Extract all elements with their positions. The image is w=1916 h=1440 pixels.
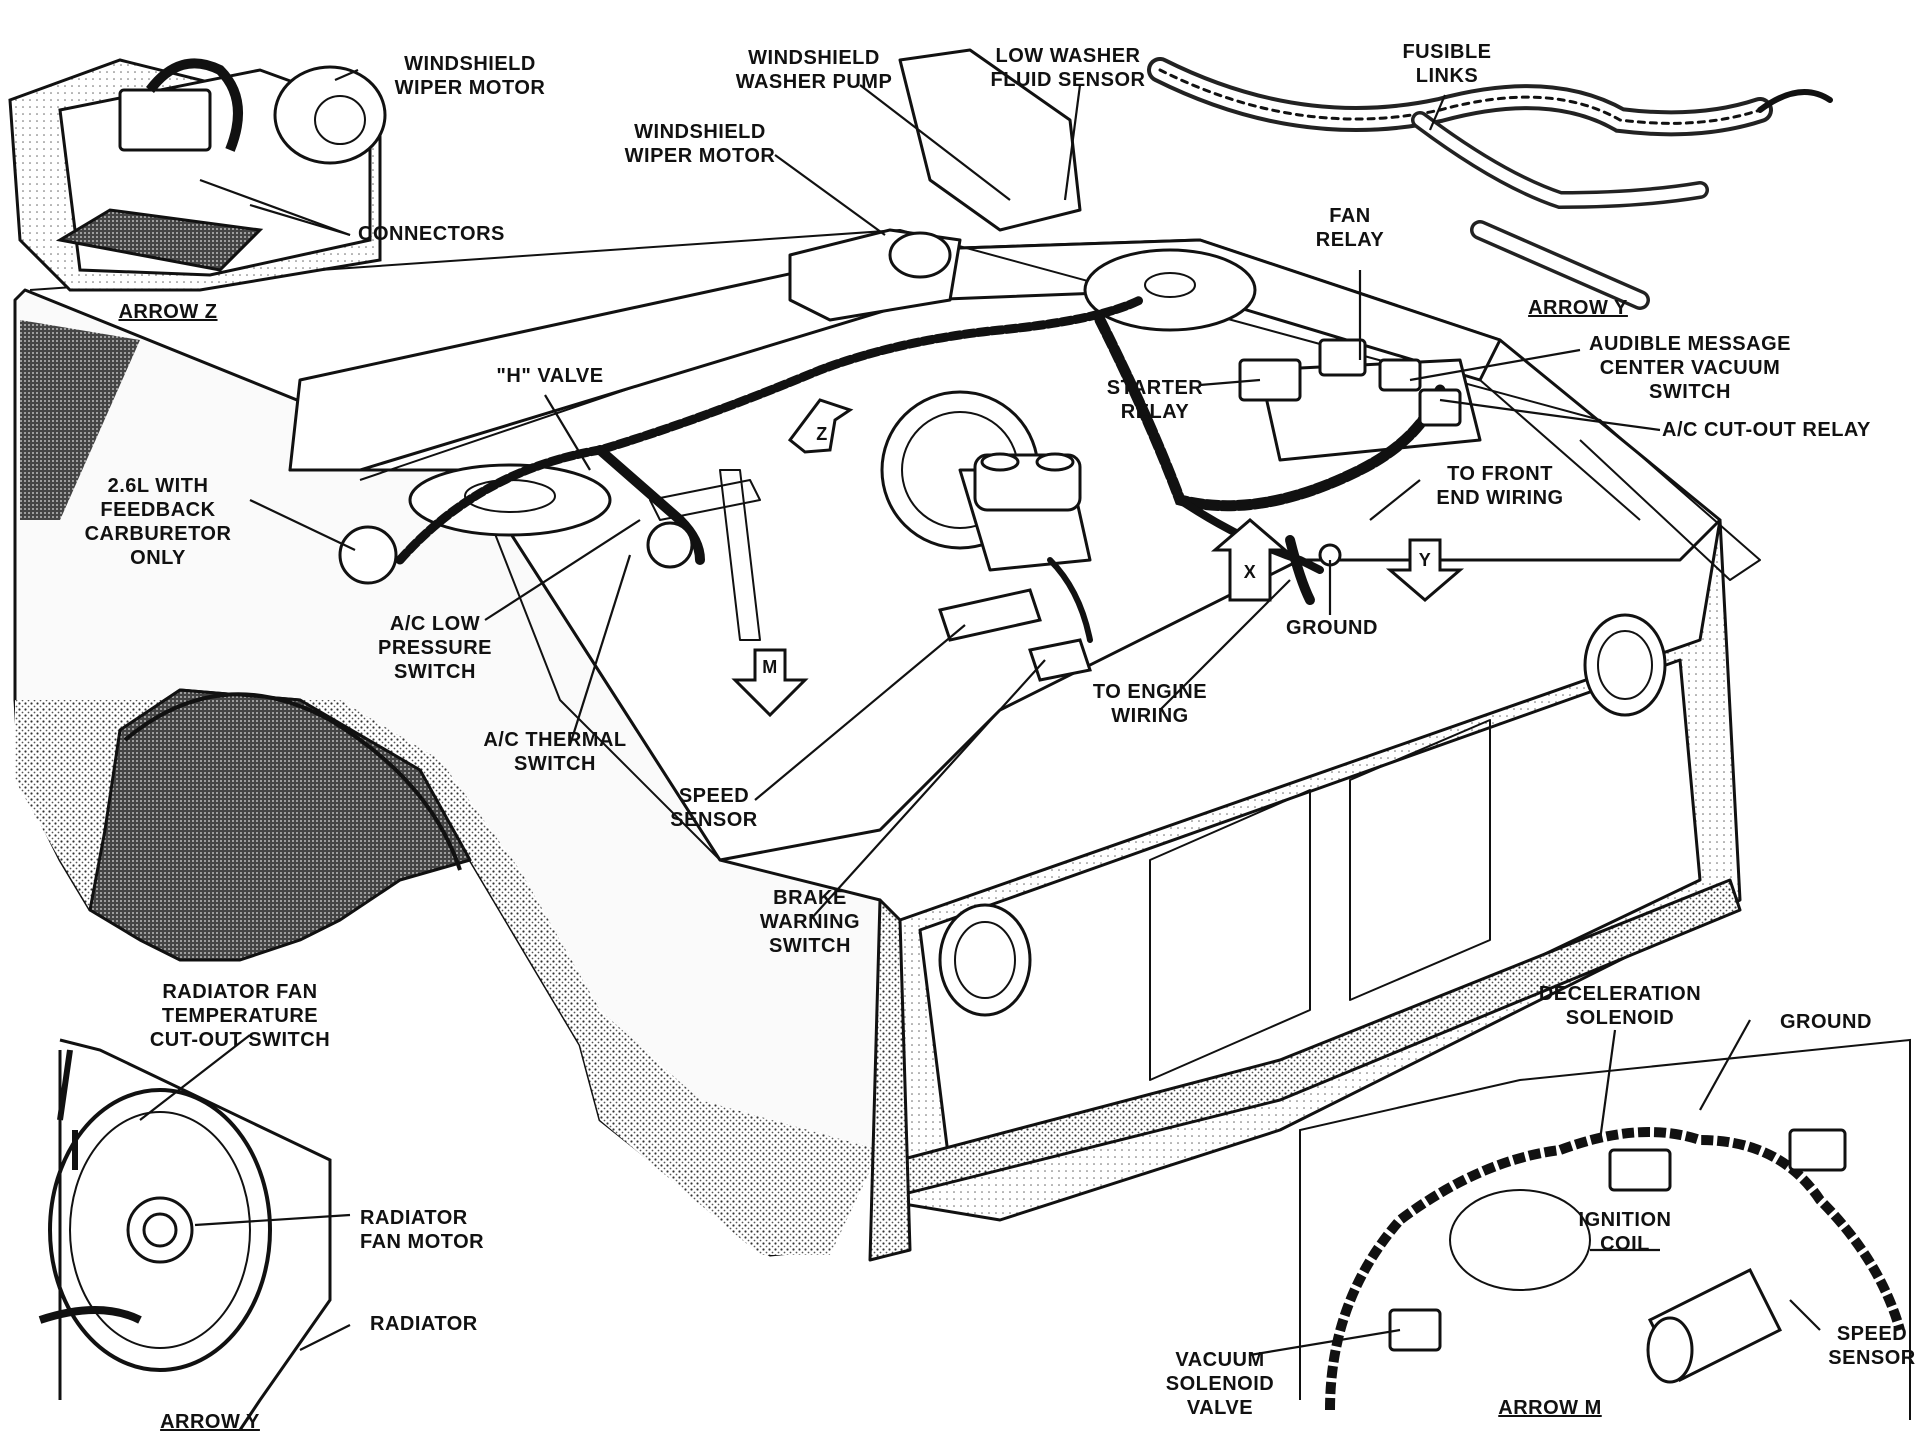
label-radiator-fan-motor: RADIATOR FAN MOTOR [360, 1207, 485, 1253]
marker-m-arrow [731, 648, 809, 718]
starter-relay-shape [1238, 358, 1302, 402]
label-radiator-fan-temp: RADIATOR FAN TEMPERATURE CUT-OUT SWITCH [149, 981, 331, 1051]
marker-m-label: M [762, 657, 778, 677]
label-vacuum-solenoid: VACUUM SOLENOID VALVE [1165, 1349, 1275, 1419]
ac-relay-shape [1418, 388, 1462, 427]
marker-z-label: Z [816, 424, 828, 444]
car-body [13, 48, 1761, 1262]
front-corner [868, 898, 912, 1262]
components [338, 338, 1462, 682]
label-deceleration-solenoid: DECELERATION SOLENOID [1538, 983, 1702, 1029]
label-feedback-carb: 2.6L WITH FEEDBACK CARBURETOR ONLY [84, 475, 232, 569]
wheel-well [88, 688, 472, 962]
leader-lines [139, 68, 1821, 1357]
marker-y-label: Y [1418, 550, 1432, 570]
label-brake-warning: BRAKE WARNING SWITCH [759, 887, 861, 957]
audible-switch-shape [1378, 358, 1422, 392]
label-arrow-y-top: ARROW Y [1528, 297, 1628, 319]
label-starter-relay: STARTER RELAY [1106, 377, 1204, 423]
headlight-left [938, 903, 1032, 1017]
label-low-washer-fluid-sensor: LOW WASHER FLUID SENSOR [990, 45, 1146, 91]
label-to-engine-wiring: TO ENGINE WIRING [1092, 681, 1208, 727]
marker-x-arrow [1210, 518, 1290, 602]
view-markers [731, 398, 1465, 718]
panel-rect-left [1149, 789, 1311, 1081]
inset-arrow-y-fan [38, 1038, 332, 1431]
label-windshield-wiper-motor-z: WINDSHIELD WIPER MOTOR [394, 53, 546, 99]
strut-tower-right [1083, 248, 1257, 332]
strut-tower-left [408, 463, 612, 537]
label-radiator: RADIATOR [370, 1313, 478, 1335]
headlight-right [1583, 613, 1667, 717]
fender-lower [15, 690, 880, 1255]
fender-shadow [20, 320, 140, 520]
label-ac-thermal: A/C THERMAL SWITCH [483, 729, 627, 775]
label-arrow-z: ARROW Z [118, 301, 218, 323]
inset-fusible-links [1147, 57, 1833, 310]
label-windshield-wiper-motor-main: WINDSHIELD WIPER MOTOR [624, 121, 776, 167]
ac-low-pressure-shape [338, 525, 398, 585]
label-ground-m: GROUND [1780, 1011, 1872, 1033]
label-ground-main: GROUND [1286, 617, 1378, 639]
marker-y-arrow [1385, 538, 1465, 602]
label-ac-low-pressure: A/C LOW PRESSURE SWITCH [377, 613, 493, 683]
label-arrow-m: ARROW M [1498, 1397, 1602, 1419]
label-arrow-y-bottom: ARROW Y [160, 1411, 260, 1433]
label-ignition-coil: IGNITION COIL [1578, 1209, 1672, 1255]
speed-sensor-shape [938, 588, 1042, 642]
label-fusible-links: FUSIBLE LINKS [1402, 41, 1492, 87]
label-h-valve: "H" VALVE [496, 365, 604, 387]
label-audible-message: AUDIBLE MESSAGE CENTER VACUUM SWITCH [1589, 333, 1791, 403]
hood-hinge-line [29, 229, 1761, 581]
washer-reservoir [898, 48, 1082, 232]
label-fan-relay: FAN RELAY [1315, 205, 1385, 251]
label-connectors: CONNECTORS [358, 223, 505, 245]
inset-arrow-z [8, 58, 387, 292]
marker-x-label: X [1243, 562, 1257, 582]
label-speed-sensor-m: SPEED SENSOR [1828, 1323, 1916, 1369]
panel-rect-right [1349, 719, 1491, 1001]
wire-harness [395, 295, 1446, 643]
label-windshield-washer-pump: WINDSHIELD WASHER PUMP [735, 47, 893, 93]
ac-thermal-shape [646, 521, 694, 569]
inset-arrow-m [1299, 1038, 1911, 1420]
fan-relay-shape [1318, 338, 1367, 377]
label-speed-sensor-main: SPEED SENSOR [670, 785, 758, 831]
marker-z-arrow [787, 398, 854, 454]
label-to-front-end-wiring: TO FRONT END WIRING [1436, 463, 1564, 509]
label-ac-cutout-relay: A/C CUT-OUT RELAY [1662, 419, 1871, 441]
